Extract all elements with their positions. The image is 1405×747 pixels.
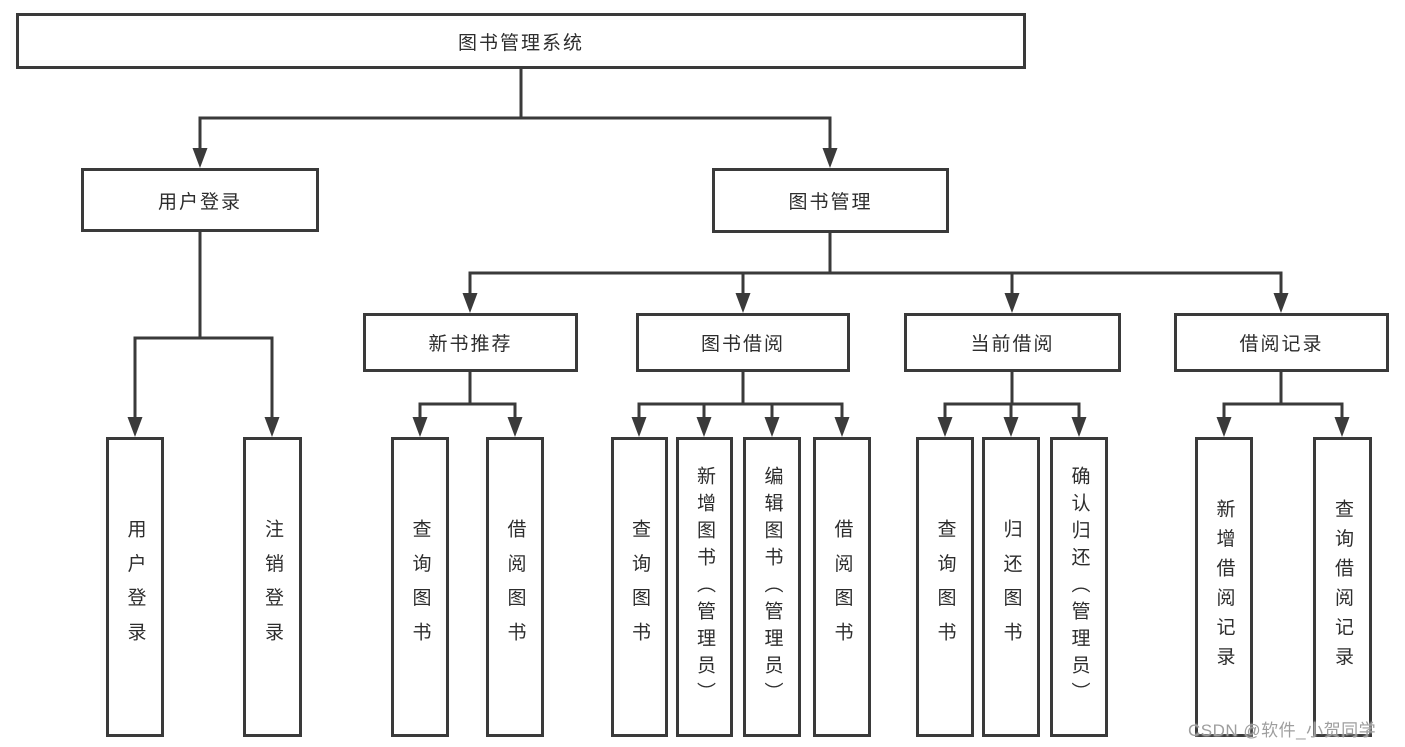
node-book-management: 图书管理 bbox=[712, 168, 949, 233]
leaf-label: 查询借阅记录 bbox=[1332, 498, 1353, 676]
leaf-add-borrow-record: 新增借阅记录 bbox=[1195, 437, 1253, 737]
arrowhead bbox=[462, 293, 478, 313]
leaf-add-books-admin: 新增图书（管理员） bbox=[676, 437, 733, 737]
leaf-query-books-recommend: 查询图书 bbox=[391, 437, 449, 737]
node-label: 当前借阅 bbox=[970, 334, 1055, 355]
leaf-borrow-books-recommend: 借阅图书 bbox=[486, 437, 544, 737]
leaf-edit-books-admin: 编辑图书（管理员） bbox=[743, 437, 801, 737]
leaf-label: 借阅图书 bbox=[504, 518, 526, 656]
arrowhead bbox=[631, 417, 647, 437]
leaf-query-borrow-record: 查询借阅记录 bbox=[1313, 437, 1372, 737]
leaf-label: 借阅图书 bbox=[831, 518, 853, 656]
leaf-label: 确认归还（管理员） bbox=[1068, 465, 1090, 709]
arrowhead bbox=[1071, 417, 1087, 437]
arrowhead bbox=[937, 417, 953, 437]
arrowhead bbox=[192, 148, 208, 168]
leaf-label: 用户登录 bbox=[124, 518, 146, 656]
arrowhead bbox=[735, 293, 751, 313]
connector-borrowrecords-to-leaves bbox=[1216, 370, 1350, 437]
leaf-label: 查询图书 bbox=[629, 518, 650, 656]
leaf-borrow-books: 借阅图书 bbox=[813, 437, 871, 737]
arrowhead bbox=[834, 417, 850, 437]
arrowhead bbox=[507, 417, 523, 437]
arrowhead bbox=[1003, 417, 1019, 437]
node-book-borrowing: 图书借阅 bbox=[636, 313, 850, 372]
arrowhead bbox=[127, 417, 143, 437]
leaf-label: 归还图书 bbox=[1000, 518, 1022, 656]
arrowhead bbox=[1334, 417, 1350, 437]
leaf-label: 新增借阅记录 bbox=[1213, 498, 1235, 676]
node-current-borrowing: 当前借阅 bbox=[904, 313, 1121, 372]
node-label: 借阅记录 bbox=[1239, 334, 1324, 355]
leaf-label: 注销登录 bbox=[262, 518, 283, 656]
node-user-login: 用户登录 bbox=[81, 168, 319, 232]
leaf-query-books-current: 查询图书 bbox=[916, 437, 974, 737]
connector-currentborrow-to-leaves bbox=[937, 370, 1087, 437]
leaf-label: 新增图书（管理员） bbox=[694, 465, 715, 709]
leaf-label: 编辑图书（管理员） bbox=[761, 465, 783, 709]
leaf-user-login: 用户登录 bbox=[106, 437, 164, 737]
arrowhead bbox=[696, 417, 712, 437]
arrowhead bbox=[764, 417, 780, 437]
node-label: 新书推荐 bbox=[428, 334, 513, 355]
arrowhead bbox=[1004, 293, 1020, 313]
leaf-label: 查询图书 bbox=[934, 518, 956, 656]
arrowhead bbox=[264, 417, 280, 437]
connector-userlogin-to-leaves bbox=[127, 230, 280, 437]
connector-bookmgmt-to-level3 bbox=[462, 231, 1289, 313]
leaf-confirm-return-admin: 确认归还（管理员） bbox=[1050, 437, 1108, 737]
arrowhead bbox=[1273, 293, 1289, 313]
leaf-query-books-borrow: 查询图书 bbox=[611, 437, 668, 737]
node-label: 用户登录 bbox=[157, 191, 242, 213]
node-label: 图书管理 bbox=[788, 192, 873, 213]
leaf-return-books: 归还图书 bbox=[982, 437, 1040, 737]
node-label: 图书借阅 bbox=[700, 334, 785, 355]
leaf-logout: 注销登录 bbox=[243, 437, 302, 737]
arrowhead bbox=[412, 417, 428, 437]
node-new-book-recommendation: 新书推荐 bbox=[363, 313, 578, 372]
node-borrowing-records: 借阅记录 bbox=[1174, 313, 1389, 372]
arrowhead bbox=[822, 148, 838, 168]
arrowhead bbox=[1216, 417, 1232, 437]
connector-bookborrow-to-leaves bbox=[631, 370, 850, 437]
connector-newbookrec-to-leaves bbox=[412, 370, 523, 437]
node-library-management-system: 图书管理系统 bbox=[16, 13, 1026, 69]
csdn-watermark: CSDN @软件_小贺同学 bbox=[1188, 721, 1377, 740]
node-label: 图书管理系统 bbox=[457, 32, 584, 54]
leaf-label: 查询图书 bbox=[409, 518, 431, 656]
connector-root-to-level2 bbox=[192, 66, 838, 168]
